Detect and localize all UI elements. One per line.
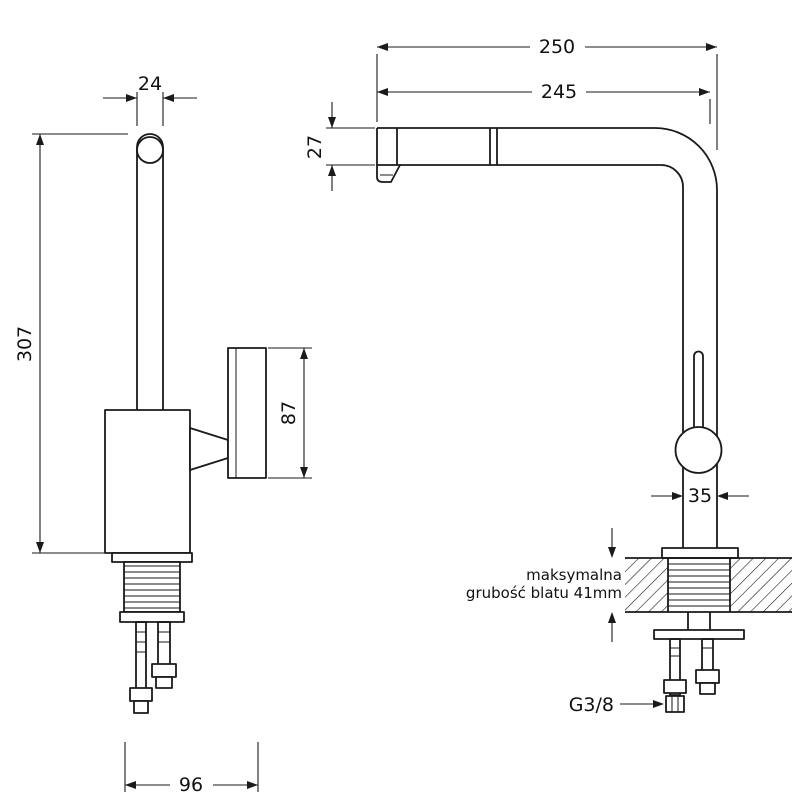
mounting-plate-front bbox=[653, 629, 745, 640]
dim-base-depth: 96 bbox=[124, 742, 259, 796]
countertop-hatch-left bbox=[625, 558, 668, 612]
dim-label-96: 96 bbox=[179, 774, 203, 796]
left-view: 24 307 87 96 bbox=[14, 73, 312, 796]
dim-label-307: 307 bbox=[14, 326, 36, 362]
stud-right-front-nut bbox=[695, 669, 720, 684]
stud-left-front bbox=[669, 638, 681, 696]
handle-lever-front bbox=[693, 350, 704, 429]
shank-thread-lines bbox=[124, 565, 180, 609]
handle-ball bbox=[674, 426, 723, 474]
countertop bbox=[625, 557, 792, 613]
mounting-nut bbox=[119, 611, 185, 623]
thread-size-label: G3/8 bbox=[569, 694, 614, 716]
dim-label-35: 35 bbox=[688, 485, 712, 507]
faucet-body bbox=[104, 409, 191, 554]
stud-right-nut bbox=[151, 663, 177, 678]
dim-spout-height: 27 bbox=[304, 102, 375, 191]
faucet-neck-outline bbox=[136, 133, 164, 410]
stud-left-nut bbox=[129, 687, 153, 702]
right-view: 250 245 27 35 bbox=[304, 36, 792, 716]
dim-label-250: 250 bbox=[539, 36, 575, 58]
stud-right-front-cap bbox=[699, 682, 716, 695]
dim-label-245: 245 bbox=[541, 81, 577, 103]
handle-connector bbox=[189, 427, 229, 471]
dim-reach-outer: 250 bbox=[376, 36, 718, 150]
spray-nozzle bbox=[376, 164, 401, 183]
swivel-joint-circle bbox=[136, 136, 164, 164]
handle-lever-side bbox=[227, 347, 267, 479]
dim-label-87: 87 bbox=[278, 401, 300, 425]
dim-body-width: 35 bbox=[651, 485, 749, 507]
stud-left-front-nut bbox=[663, 679, 687, 694]
dim-label-27: 27 bbox=[304, 135, 326, 159]
spout-outer-edge bbox=[377, 127, 718, 548]
dim-label-24: 24 bbox=[138, 73, 162, 95]
spout-inner-edge bbox=[400, 164, 684, 548]
base-flange-front bbox=[661, 547, 739, 559]
stud-right-cap bbox=[155, 676, 173, 689]
stud-left-cap bbox=[133, 700, 149, 714]
dim-total-height: 307 bbox=[14, 133, 128, 554]
thread-size-annotation: G3/8 bbox=[569, 694, 664, 716]
counter-thickness-annotation: maksymalna grubość blatu 41mm bbox=[466, 528, 622, 642]
countertop-hatch-right bbox=[730, 558, 792, 612]
dim-reach-inner: 245 bbox=[377, 81, 711, 124]
base-flange bbox=[111, 552, 193, 563]
dim-spout-width: 24 bbox=[103, 73, 197, 126]
dim-handle-height: 87 bbox=[268, 347, 312, 479]
g38-fitting bbox=[665, 695, 685, 713]
shank-thread-lines-front bbox=[668, 563, 730, 607]
counter-note-line1: maksymalna bbox=[526, 566, 622, 584]
mounting-studs bbox=[129, 621, 177, 714]
under-counter-hardware bbox=[653, 612, 745, 713]
counter-note-line2: grubość blatu 41mm bbox=[466, 584, 622, 602]
threaded-shank bbox=[123, 561, 181, 613]
